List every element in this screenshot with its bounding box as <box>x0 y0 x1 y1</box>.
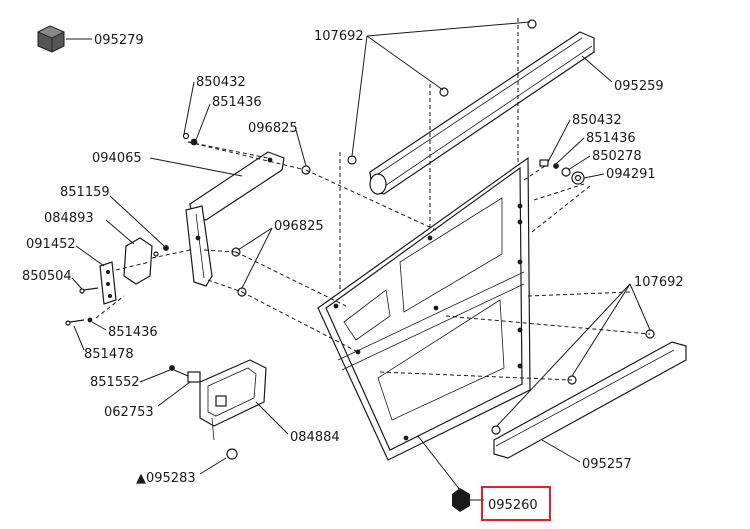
highlight-box-095260 <box>481 486 551 521</box>
leader-091452 <box>75 245 105 267</box>
leader-096825-a <box>295 129 307 167</box>
handle-084884 <box>199 359 267 460</box>
hinge-bracket-094065 <box>185 151 285 287</box>
door-panel-095260 <box>317 156 531 461</box>
label-095283: ▲095283 <box>136 471 196 486</box>
leader-850432-l <box>183 81 195 135</box>
leader-107692-b1 <box>629 283 651 331</box>
label-095257: 095257 <box>582 457 632 472</box>
leader-850504 <box>71 277 83 290</box>
label-850432-r: 850432 <box>572 113 622 128</box>
top-rail-095259 <box>369 31 595 195</box>
leader-851552 <box>139 369 171 383</box>
clip-062753 <box>187 371 201 383</box>
label-084884: 084884 <box>290 430 340 445</box>
plate-091452 <box>99 261 117 305</box>
leader-851159 <box>109 195 165 247</box>
label-107692-bot: 107692 <box>634 275 684 290</box>
label-850432-l: 850432 <box>196 75 246 90</box>
leader-107692-b3 <box>496 283 631 427</box>
leader-851436-b <box>91 321 107 331</box>
label-096825-b: 096825 <box>274 219 324 234</box>
label-094291: 094291 <box>606 167 656 182</box>
label-096825-a: 096825 <box>248 121 298 136</box>
label-094065: 094065 <box>92 151 142 166</box>
bottom-rail-095257 <box>493 341 687 459</box>
label-084893: 084893 <box>44 211 94 226</box>
leader-084893 <box>105 219 135 245</box>
leader-107692-a1 <box>366 21 531 37</box>
label-851436-b: 851436 <box>108 325 158 340</box>
label-851436-r: 851436 <box>586 131 636 146</box>
screw-851436-b <box>65 317 93 326</box>
leader-062753 <box>157 381 191 407</box>
washer-096825-b <box>231 247 247 297</box>
leader-095259 <box>581 55 613 83</box>
part-095279-icon <box>37 25 65 53</box>
label-095260: 095260 <box>488 498 538 513</box>
label-851436-l: 851436 <box>212 95 262 110</box>
label-107692-top: 107692 <box>314 29 364 44</box>
leader-096825-b2 <box>241 227 273 289</box>
leader-851478 <box>73 325 85 351</box>
screw-850504 <box>79 287 99 294</box>
latch-084893 <box>123 237 169 285</box>
label-851478: 851478 <box>84 347 134 362</box>
leader-095260 <box>417 435 461 491</box>
right-hardware <box>539 159 585 185</box>
label-091452: 091452 <box>26 237 76 252</box>
leader-094065 <box>149 157 243 177</box>
leader-096825-b1 <box>237 227 273 251</box>
leader-851436-r <box>555 137 585 165</box>
leader-095283 <box>199 457 227 475</box>
leader-107692-a2 <box>366 35 444 91</box>
label-062753: 062753 <box>104 405 154 420</box>
leader-850432-r <box>547 119 571 163</box>
part-095260-icon <box>452 488 470 512</box>
leader-851436-l <box>195 103 211 141</box>
label-095259: 095259 <box>614 79 664 94</box>
leader-850278 <box>567 155 591 171</box>
nut-107692-a <box>347 19 537 165</box>
label-850278: 850278 <box>592 149 642 164</box>
label-851552: 851552 <box>90 375 140 390</box>
label-851159: 851159 <box>60 185 110 200</box>
leader-107692-a3 <box>351 35 368 157</box>
leader-084884 <box>255 401 289 435</box>
label-095279: 095279 <box>94 33 144 48</box>
leader-095257 <box>541 439 581 463</box>
label-850504: 850504 <box>22 269 72 284</box>
leader-094291 <box>583 173 605 179</box>
screw-851552 <box>169 365 189 377</box>
